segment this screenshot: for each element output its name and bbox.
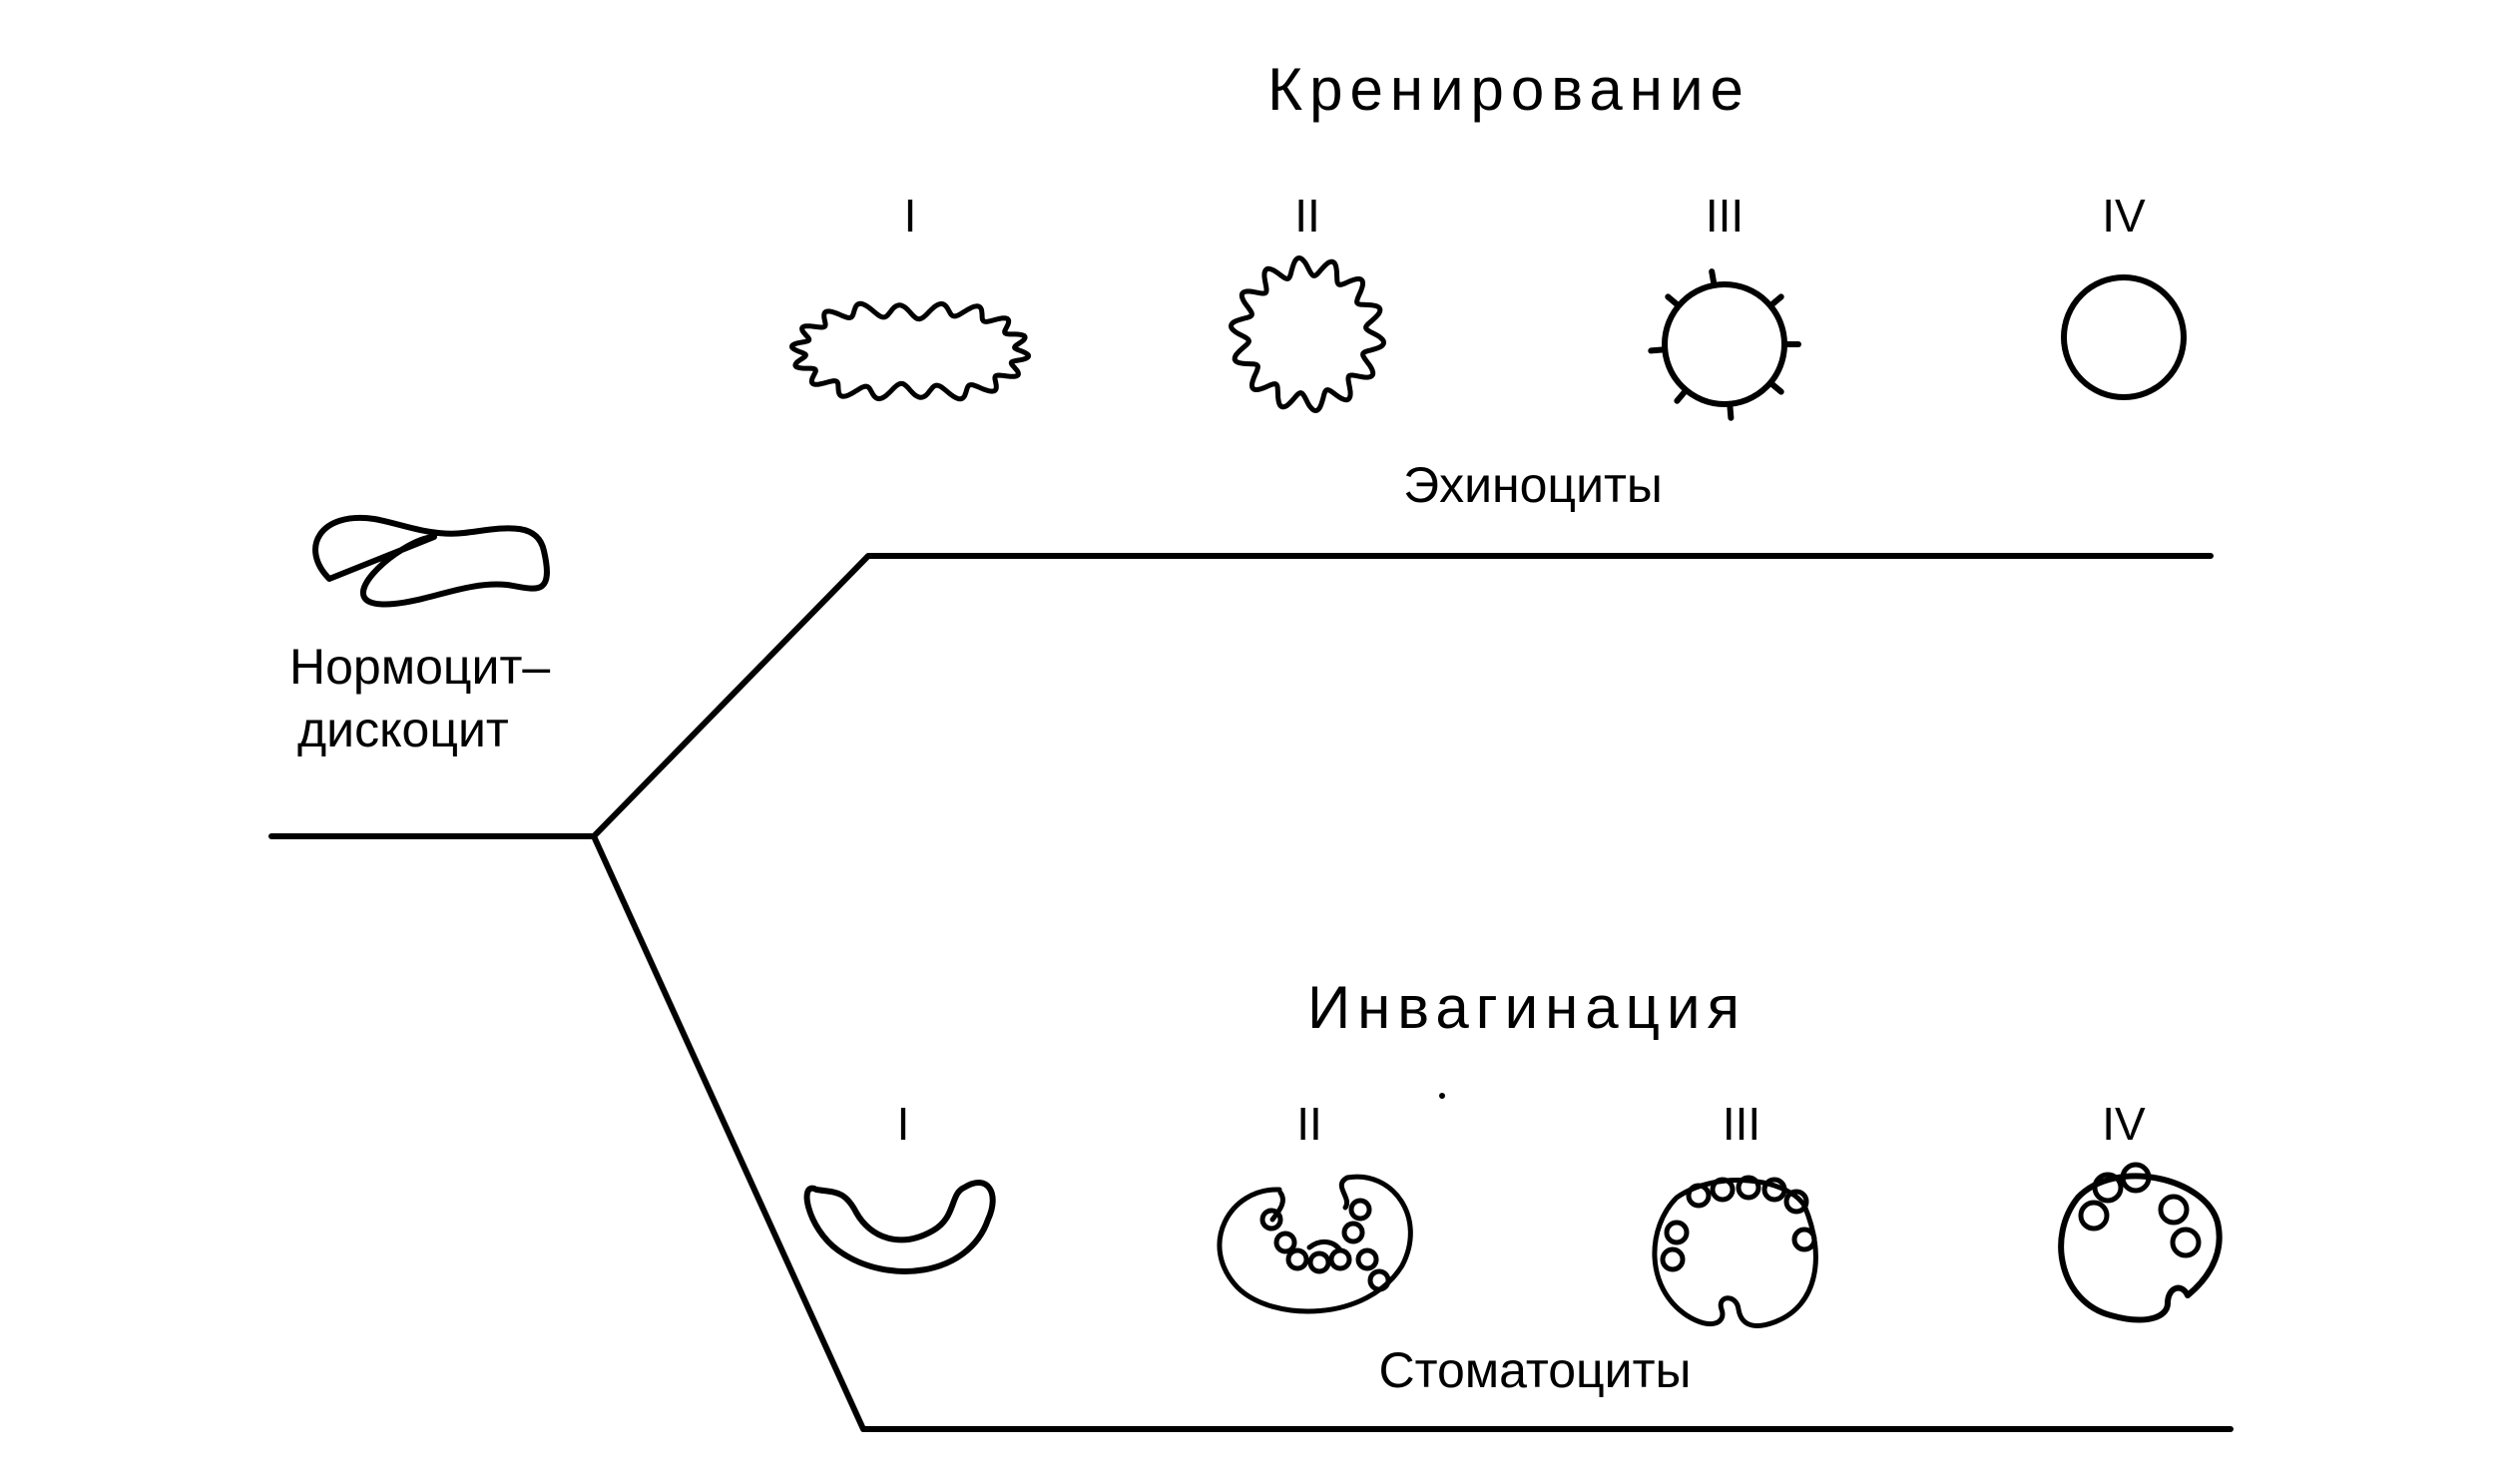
invagination-stage-4: IV: [2102, 1098, 2146, 1150]
echinocyte-spike: [1727, 400, 1735, 421]
stomatocyte-stage-4: [2058, 1162, 2223, 1323]
crenation-stage-4: IV: [2102, 190, 2146, 242]
normocyte-label-line1: Нормоцит–: [289, 639, 550, 695]
crenation-stage-1: I: [904, 190, 917, 242]
branch-lines: [268, 553, 2234, 1432]
crenation-stage-2: II: [1294, 190, 1320, 242]
echinocytes-label: Эхиноциты: [1403, 457, 1663, 513]
invagination-title: Инвагинация: [1307, 974, 1747, 1041]
echinocyte-stage-1: [789, 300, 1031, 402]
echinocyte-stage-2: [1229, 255, 1386, 413]
invagination-stage-2: II: [1296, 1098, 1322, 1150]
stomatocytes-label: Стоматоциты: [1379, 1342, 1692, 1398]
crenation-stage-3: III: [1706, 190, 1744, 242]
stomatocyte-stage-3: [1652, 1175, 1818, 1328]
crenation-title: Кренирование: [1267, 56, 1750, 123]
echinocyte-spike: [1665, 293, 1682, 309]
echinocyte-stage-3: [1648, 268, 1801, 421]
stomatocyte-stage-2: [1217, 1174, 1413, 1314]
invagination-stage-1: I: [897, 1098, 910, 1150]
echinocyte-stage-4: [2061, 274, 2187, 400]
echinocyte-spike: [1767, 293, 1784, 309]
stomatocyte-stage-1: [803, 1180, 996, 1274]
echinocyte-spike: [1674, 387, 1690, 404]
echinocyte-spike: [1767, 379, 1784, 395]
echinocyte-spike: [1648, 346, 1669, 354]
invagination-stage-3: III: [1723, 1098, 1760, 1150]
echinocyte-spike: [1709, 268, 1718, 288]
normocyte-label-line2: дискоцит: [297, 702, 509, 757]
stray-dot: [1439, 1093, 1445, 1099]
normocyte-shape: [312, 514, 550, 608]
